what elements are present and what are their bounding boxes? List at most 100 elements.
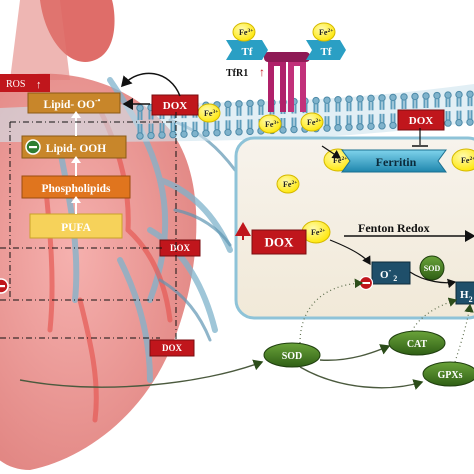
iron-ion-fe2: Fe2+: [451, 148, 474, 172]
dox-label: DOX: [251, 229, 307, 255]
membrane-lipid: [235, 100, 243, 136]
iron-ion-fe2: Fe2+: [276, 174, 300, 194]
lipid-ooh-box: Lipid- OOH: [21, 135, 127, 159]
phospholipids-label: Phospholipids: [41, 183, 111, 195]
fenton-to-superoxide-arrow: [329, 239, 371, 266]
fe-charge: 3+: [247, 28, 253, 34]
fe-charge: 2+: [291, 180, 297, 186]
inhibition-icon: [0, 278, 9, 294]
fe-label: Fe: [283, 180, 292, 189]
membrane-lipid: [323, 96, 331, 132]
fe-label: Fe: [333, 156, 342, 165]
dox-text: DOX: [409, 115, 434, 127]
tfr1-label: TfR1: [226, 68, 248, 79]
membrane-lipid: [367, 94, 375, 131]
transferrin-receptor-tfr1: [264, 52, 310, 112]
membrane-lipid: [136, 104, 144, 140]
enzyme-connection-curves: [19, 344, 424, 390]
membrane-lipid: [345, 95, 353, 131]
ferritin-label: Ferritin: [376, 155, 417, 169]
iron-ion-fe3: Fe3+: [197, 103, 221, 123]
dox-label: DOX: [397, 109, 445, 131]
svg-text:Fe3+: Fe3+: [204, 109, 218, 118]
h2o2-label: H: [460, 289, 469, 301]
iron-ion-fe3: Fe3+: [258, 114, 282, 134]
dox-label: DOX: [159, 239, 201, 257]
superoxide-to-h2o2-arrow: [409, 271, 457, 289]
cat-enzyme: CAT: [388, 330, 446, 356]
fenton-redox-label: Fenton Redox: [358, 221, 430, 235]
tf-label: Tf: [242, 46, 253, 58]
lipid-peroxyl-box: Lipid- OO-•: [27, 92, 121, 114]
fenton-redox-group: Fenton Redox: [344, 221, 474, 242]
svg-text:Fe2+: Fe2+: [319, 28, 333, 37]
dashed-connectors: [0, 112, 177, 340]
fe-charge: 2+: [469, 156, 474, 162]
membrane-lipid: [455, 90, 463, 127]
svg-text:Fe2+: Fe2+: [283, 180, 297, 189]
inhibition-icon: [25, 139, 41, 155]
lipid-ooh-label: Lipid- OOH: [46, 143, 106, 155]
dox-text: DOX: [265, 235, 295, 250]
cat-label: CAT: [407, 339, 428, 350]
dox-text: DOX: [163, 100, 188, 112]
gpxs-label: GPXs: [438, 370, 463, 381]
membrane-lipid: [356, 95, 364, 131]
ros-label: ROS: [6, 79, 25, 90]
fe-charge: 2+: [319, 228, 325, 234]
fe-to-ferritin-arrow: [321, 145, 341, 159]
membrane-lipid: [444, 91, 452, 127]
fe-charge: 3+: [273, 120, 279, 126]
tfr1-label-group: TfR1 ↑: [226, 65, 265, 79]
iron-ion-fe3: Fe3+: [232, 22, 256, 42]
ros-indicator: ROS ↑: [0, 74, 50, 92]
fe-label: Fe: [307, 118, 316, 127]
fe-label: Fe: [265, 120, 274, 129]
superoxide-box: O-2: [371, 261, 411, 285]
fe-charge: 2+: [327, 28, 333, 34]
lipid-peroxyl-sup: -•: [95, 96, 101, 105]
membrane-lipid: [246, 99, 254, 136]
fe-label: Fe: [319, 28, 328, 37]
svg-text:Fe2+: Fe2+: [461, 156, 474, 165]
dox-text: DOX: [162, 343, 183, 353]
dox-label: DOX: [149, 339, 195, 357]
iron-ion-fe2: Fe2+: [300, 112, 324, 132]
membrane-lipid: [334, 96, 342, 132]
svg-text:O-2: O-2: [380, 266, 397, 283]
membrane-lipid: [389, 93, 397, 130]
up-arrow-icon: ↑: [259, 65, 265, 79]
membrane-lipid: [224, 100, 232, 137]
superoxide-sub: 2: [393, 274, 397, 283]
svg-text:H2: H2: [460, 289, 473, 304]
pufa-box: PUFA: [29, 213, 123, 239]
enzyme-action-curves: [299, 278, 474, 363]
phospholipids-box: Phospholipids: [21, 175, 131, 199]
sod-enzyme: SOD: [263, 342, 321, 368]
svg-text:Fe3+: Fe3+: [265, 120, 279, 129]
fe-label: Fe: [461, 156, 470, 165]
lipid-peroxyl-label: Lipid- OO: [44, 99, 96, 111]
pufa-label: PUFA: [61, 222, 92, 234]
dox-label: DOX: [151, 94, 199, 116]
membrane-lipid: [378, 94, 386, 130]
up-arrow-icon: ↑: [36, 79, 42, 91]
ferritin-complex: Ferritin: [341, 149, 447, 173]
transferrin-right: Tf: [306, 40, 346, 60]
h2o2-sub: 2: [469, 295, 473, 304]
sod-label: SOD: [424, 264, 441, 273]
svg-text:Fe2+: Fe2+: [307, 118, 321, 127]
superoxide-label: O: [380, 269, 389, 281]
sod-inner-enzyme: SOD: [419, 255, 445, 281]
fe-charge: 3+: [212, 109, 218, 115]
fe-charge: 2+: [341, 156, 347, 162]
svg-text:Lipid- OO-•: Lipid- OO-•: [44, 96, 101, 111]
transferrin-left: Tf: [226, 40, 268, 60]
svg-text:Fe2+: Fe2+: [333, 156, 347, 165]
superoxide-sup: -: [389, 266, 392, 275]
fe-label: Fe: [204, 109, 213, 118]
sod-label: SOD: [282, 351, 303, 362]
fe-label: Fe: [311, 228, 320, 237]
svg-text:Fe3+: Fe3+: [239, 28, 253, 37]
